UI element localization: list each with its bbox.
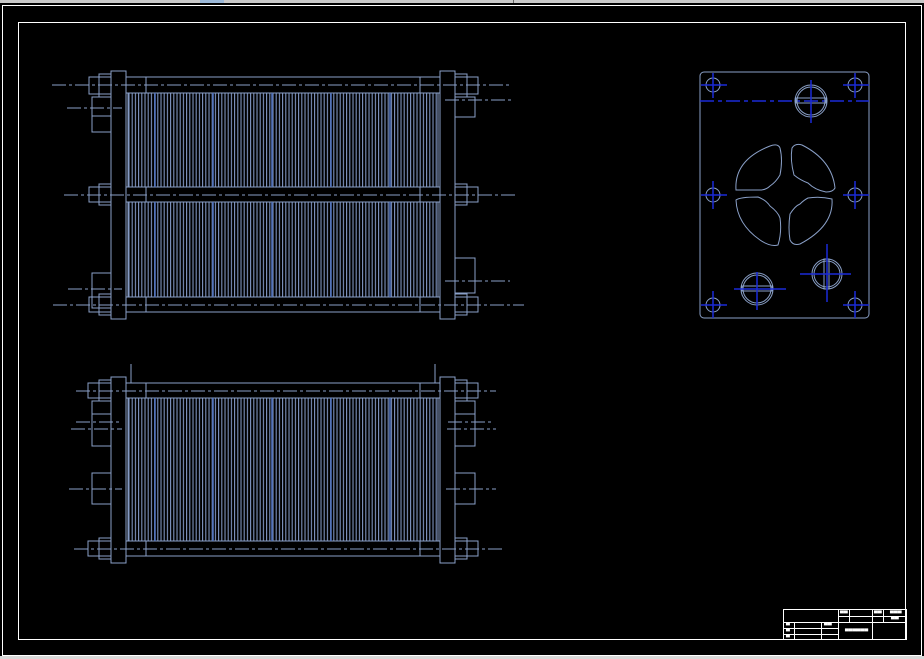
front-view-single-stack — [87, 364, 479, 564]
viewer-top-strip — [0, 0, 924, 3]
title-cell-r5c1: ▀ — [785, 634, 790, 641]
cad-drawing-canvas[interactable]: ▀▀ ▀▀ ▀▀▀ ▀▀ ▀ ▀▀ ▀ ▀ ▀▀▀▀▀▀ — [0, 3, 924, 656]
outer-border — [2, 5, 922, 656]
front-view-double-stack — [88, 70, 479, 320]
end-plate-view — [699, 71, 870, 319]
viewer-bottom-strip — [0, 656, 924, 659]
drawing-name: ▀▀▀▀▀▀ — [844, 628, 868, 635]
centerlines-single-stack — [69, 390, 503, 550]
title-cell-r3c3: ▀▀ — [823, 622, 832, 629]
title-cell-r3c1: ▀ — [785, 622, 790, 629]
toolbar-divider — [513, 0, 514, 3]
title-cell-r1c3: ▀▀ — [839, 610, 848, 617]
title-block-text: ▀▀ ▀▀ ▀▀▀ ▀▀ ▀ ▀▀ ▀ ▀ ▀▀▀▀▀▀ — [785, 610, 902, 641]
centerlines-double-stack — [52, 84, 524, 306]
selected-tab-indicator[interactable] — [200, 0, 224, 3]
title-cell-r1c6: ▀▀▀ — [889, 610, 902, 617]
title-cell-r1c5: ▀▀ — [873, 610, 882, 617]
inner-border — [18, 22, 906, 640]
title-cell-r4c1: ▀ — [785, 628, 790, 635]
title-cell-r2c6: ▀▀ — [890, 616, 899, 623]
title-block — [783, 609, 907, 640]
